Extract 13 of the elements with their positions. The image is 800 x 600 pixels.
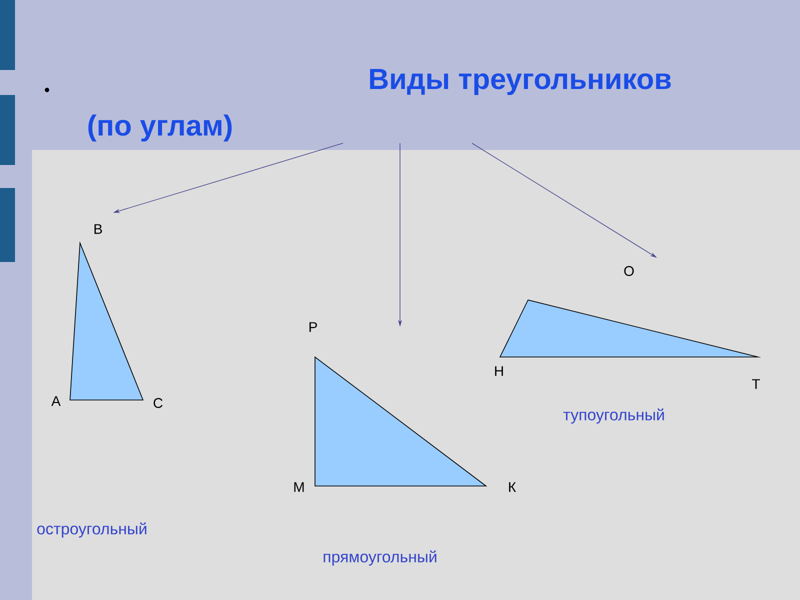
triangle-type-label: прямоугольный [324,550,436,566]
vertex-label: О [624,266,634,276]
triangle-type-label: тупоугольный [563,408,664,424]
vertex-label: А [51,396,61,406]
vertex-label: Т [752,379,760,389]
vertex-label: К [509,482,516,492]
vertex-label: С [154,398,163,408]
triangle-type-label: остроугольный [37,522,146,538]
vertex-label: Н [495,366,503,376]
vertex-label: М [294,482,304,492]
vertex-label: В [94,224,102,234]
vertex-label: Р [309,322,317,332]
title: Виды треугольников (по углам) [88,69,671,142]
